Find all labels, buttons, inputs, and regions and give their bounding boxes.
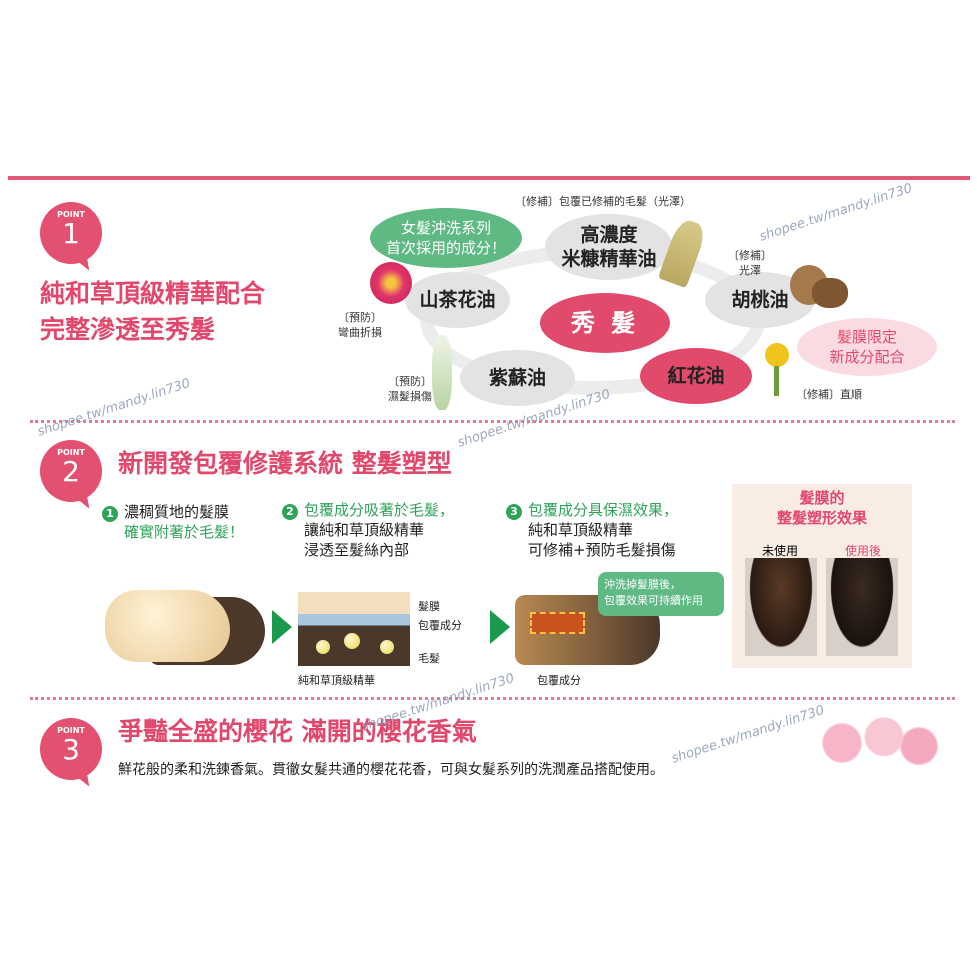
label-hair: 毛髮 [418, 652, 440, 665]
walnut-kernel-icon [812, 278, 848, 308]
essence-ball [380, 640, 394, 654]
pink-callout: 髮膜限定新成分配合 [797, 318, 937, 376]
green-callout: 女髮沖洗系列首次採用的成分！ [370, 208, 522, 268]
essence-ball [316, 640, 330, 654]
hair-core [530, 612, 585, 634]
after-label: 使用後 [844, 544, 881, 558]
perilla-oil: 紫蘇油 [460, 350, 575, 406]
safflower-stem [774, 366, 779, 396]
label-mask: 髮膜 [418, 600, 440, 613]
effect-title: 髮膜的整髮塑形效果 [776, 489, 867, 527]
point-1-title: 純和草頂級精華配合完整滲透至秀髮 [40, 279, 266, 344]
safflower-icon [765, 343, 789, 367]
essence-ball [344, 633, 360, 649]
rinse-callout: 沖洗掉髮膜後，包覆效果可持續作用 [598, 572, 724, 616]
top-divider [8, 176, 970, 180]
safflower-oil: 紅花油 [640, 348, 752, 404]
before-photo [745, 558, 817, 656]
layer-diagram [298, 592, 410, 666]
safflower-note: 〔修補〕直順 [796, 388, 862, 401]
label-coating-2: 包覆成分 [537, 674, 581, 687]
watermark: shopee.tw/mandy.lin730 [35, 376, 193, 440]
after-photo [826, 558, 898, 656]
arrow-1 [272, 610, 292, 644]
perilla-note: 〔預防〕濕髮損傷 [388, 375, 432, 403]
camellia-note: 〔預防〕彎曲折損 [338, 311, 382, 339]
hair-mask-blob [105, 590, 230, 662]
cherry-blossom-icon [800, 712, 940, 774]
point-2-title: 新開發包覆修護系統 整髮塑型 [118, 449, 452, 478]
rice-bran-oil: 高濃度米糠精華油 [545, 214, 673, 280]
watermark: shopee.tw/mandy.lin730 [757, 181, 915, 245]
point-3-title: 爭豔全盛的櫻花 滿開的櫻花香氣 [118, 717, 477, 746]
label-essence: 純和草頂級精華 [298, 674, 375, 687]
divider-1 [30, 420, 955, 423]
hair-center: 秀 髮 [540, 293, 670, 353]
camellia-oil: 山茶花油 [405, 272, 510, 328]
arrow-2 [490, 610, 510, 644]
before-label: 未使用 [761, 544, 798, 558]
perilla-plant-icon [432, 335, 452, 410]
label-coating: 包覆成分 [418, 619, 462, 632]
camellia-flower-icon [370, 262, 412, 304]
point-3-description: 鮮花般的柔和洗鍊香氣。貫徹女髮共通的櫻花花香，可與女髮系列的洗潤產品搭配使用。 [118, 762, 664, 778]
rice-note: 〔修補〕包覆已修補的毛髮（光澤） [515, 195, 691, 208]
walnut-note: 〔修補〕光澤 [728, 249, 772, 277]
divider-2 [30, 697, 955, 700]
